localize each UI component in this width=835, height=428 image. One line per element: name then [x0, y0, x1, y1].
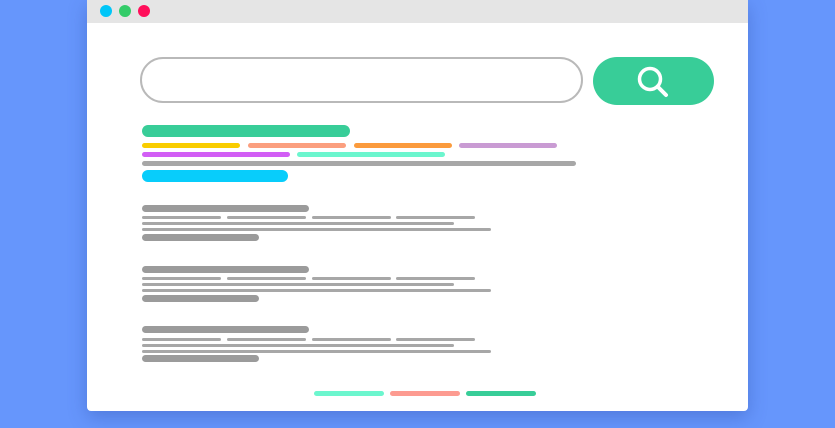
- green-dot[interactable]: [119, 5, 131, 17]
- result-meta: [396, 338, 475, 341]
- result-meta: [396, 216, 475, 219]
- search-button[interactable]: [593, 57, 714, 105]
- result-meta: [227, 338, 306, 341]
- search-input[interactable]: [140, 57, 583, 103]
- result-link[interactable]: [142, 355, 259, 362]
- result-snippet: [142, 289, 491, 292]
- result-link[interactable]: [142, 295, 259, 302]
- page-3-button[interactable]: [466, 391, 536, 396]
- result-meta: [312, 277, 391, 280]
- page-2-button[interactable]: [390, 391, 460, 396]
- result-link[interactable]: [142, 234, 259, 241]
- tag-lilac: [459, 143, 557, 148]
- result-meta: [142, 216, 221, 219]
- result-title[interactable]: [142, 266, 309, 273]
- page-1-button[interactable]: [314, 391, 384, 396]
- window-titlebar: [87, 0, 748, 23]
- pink-dot[interactable]: [138, 5, 150, 17]
- result-snippet: [142, 344, 454, 347]
- tag-yellow: [142, 143, 240, 148]
- featured-result-description: [142, 161, 576, 166]
- tag-purple: [142, 152, 290, 157]
- result-title[interactable]: [142, 205, 309, 212]
- search-icon: [637, 66, 668, 97]
- tag-mint: [297, 152, 445, 157]
- result-meta: [312, 216, 391, 219]
- featured-result-title[interactable]: [142, 125, 350, 137]
- result-snippet: [142, 228, 491, 231]
- result-snippet: [142, 283, 454, 286]
- result-title[interactable]: [142, 326, 309, 333]
- result-snippet: [142, 222, 454, 225]
- featured-result-link[interactable]: [142, 170, 288, 182]
- result-snippet: [142, 350, 491, 353]
- result-meta: [142, 338, 221, 341]
- tag-salmon: [248, 143, 346, 148]
- cyan-dot[interactable]: [100, 5, 112, 17]
- result-meta: [312, 338, 391, 341]
- browser-window: [87, 0, 748, 411]
- result-meta: [227, 216, 306, 219]
- tag-orange: [354, 143, 452, 148]
- result-meta: [396, 277, 475, 280]
- result-meta: [142, 277, 221, 280]
- result-meta: [227, 277, 306, 280]
